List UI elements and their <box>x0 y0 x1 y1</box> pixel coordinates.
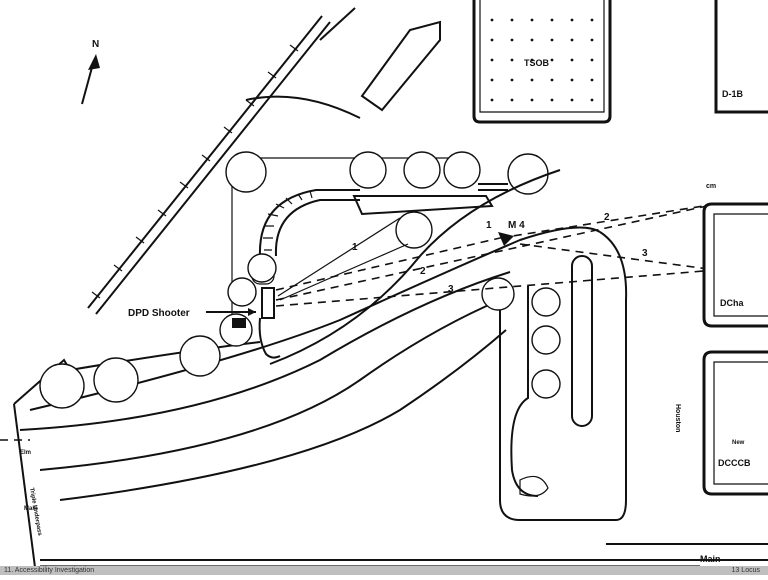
line-3-label-a: 3 <box>448 284 454 295</box>
tsob-dot <box>530 58 534 62</box>
line-2-label-a: 2 <box>420 266 426 277</box>
tsob-dot <box>490 38 494 42</box>
tsob-dot <box>570 18 574 22</box>
new-label: New <box>732 440 745 446</box>
tsob-dot <box>570 98 574 102</box>
line-1-label-b: 1 <box>486 220 492 231</box>
dcha-label: DCha <box>720 298 744 308</box>
d1b-label: D-1B <box>722 89 744 99</box>
underpass-lines <box>13 403 768 576</box>
tsob-dot <box>590 38 594 42</box>
tsob-dot <box>570 58 574 62</box>
inner-loop <box>510 286 539 497</box>
tsob-dot <box>550 38 554 42</box>
tsob-dot <box>490 98 494 102</box>
pergola-bar <box>352 183 508 216</box>
tsob-dot <box>510 18 514 22</box>
trees-elm <box>39 253 515 409</box>
tsob-label: TSOB <box>524 58 550 68</box>
tsob-dot <box>550 18 554 22</box>
dcha-building <box>702 202 768 328</box>
tsob-dot <box>550 78 554 82</box>
m4-marker <box>498 232 514 246</box>
tsob-dot <box>590 58 594 62</box>
line-1-label-a: 1 <box>352 242 358 253</box>
tsob-dot <box>510 78 514 82</box>
tsob-dot <box>510 58 514 62</box>
trees-top <box>225 151 549 249</box>
line-3-label-b: 3 <box>642 248 648 259</box>
tsob-dot <box>550 98 554 102</box>
sight-lines <box>275 203 717 307</box>
footer-right-text: 13 Locus <box>731 567 760 574</box>
shooter-structure <box>206 287 281 359</box>
tsob-dot <box>530 98 534 102</box>
dcccb-building <box>702 350 768 496</box>
tsob-dot <box>570 38 574 42</box>
main-right-label: Main <box>700 554 721 564</box>
tsob-dot <box>490 78 494 82</box>
dcccb-label: DCCCB <box>718 458 751 468</box>
tsob-building <box>472 0 612 124</box>
line-2-label-b: 2 <box>604 212 610 223</box>
footer-bar <box>0 566 768 575</box>
tsob-dot <box>490 18 494 22</box>
footer-left-text: 11. Accessibility Investigation <box>4 567 95 574</box>
tsob-dot <box>550 58 554 62</box>
elm-label: Elm <box>20 450 31 456</box>
top-streets <box>245 7 441 119</box>
tsob-dot <box>490 58 494 62</box>
north-arrow <box>81 54 100 105</box>
north-label: N <box>92 39 99 50</box>
tsob-dot <box>590 98 594 102</box>
tsob-dot <box>510 38 514 42</box>
main-left-label: Main <box>24 506 38 512</box>
tsob-dot <box>590 78 594 82</box>
tsob-dot <box>510 98 514 102</box>
m4-label: M 4 <box>508 220 525 231</box>
pool-rectangle <box>571 255 593 427</box>
tsob-grid-dots <box>490 18 594 102</box>
dpd-shooter-label: DPD Shooter <box>128 308 190 319</box>
d1b-building <box>714 0 768 114</box>
houston-label: Houston <box>674 404 681 432</box>
inner-loop-end <box>519 475 549 497</box>
tsob-dot <box>530 18 534 22</box>
tsob-dot <box>530 78 534 82</box>
tsob-dot <box>590 18 594 22</box>
cm-label: cm <box>706 183 716 190</box>
tsob-dot <box>570 78 574 82</box>
trees-column <box>531 287 561 399</box>
railroad-tracks <box>87 15 331 315</box>
tsob-dot <box>530 38 534 42</box>
